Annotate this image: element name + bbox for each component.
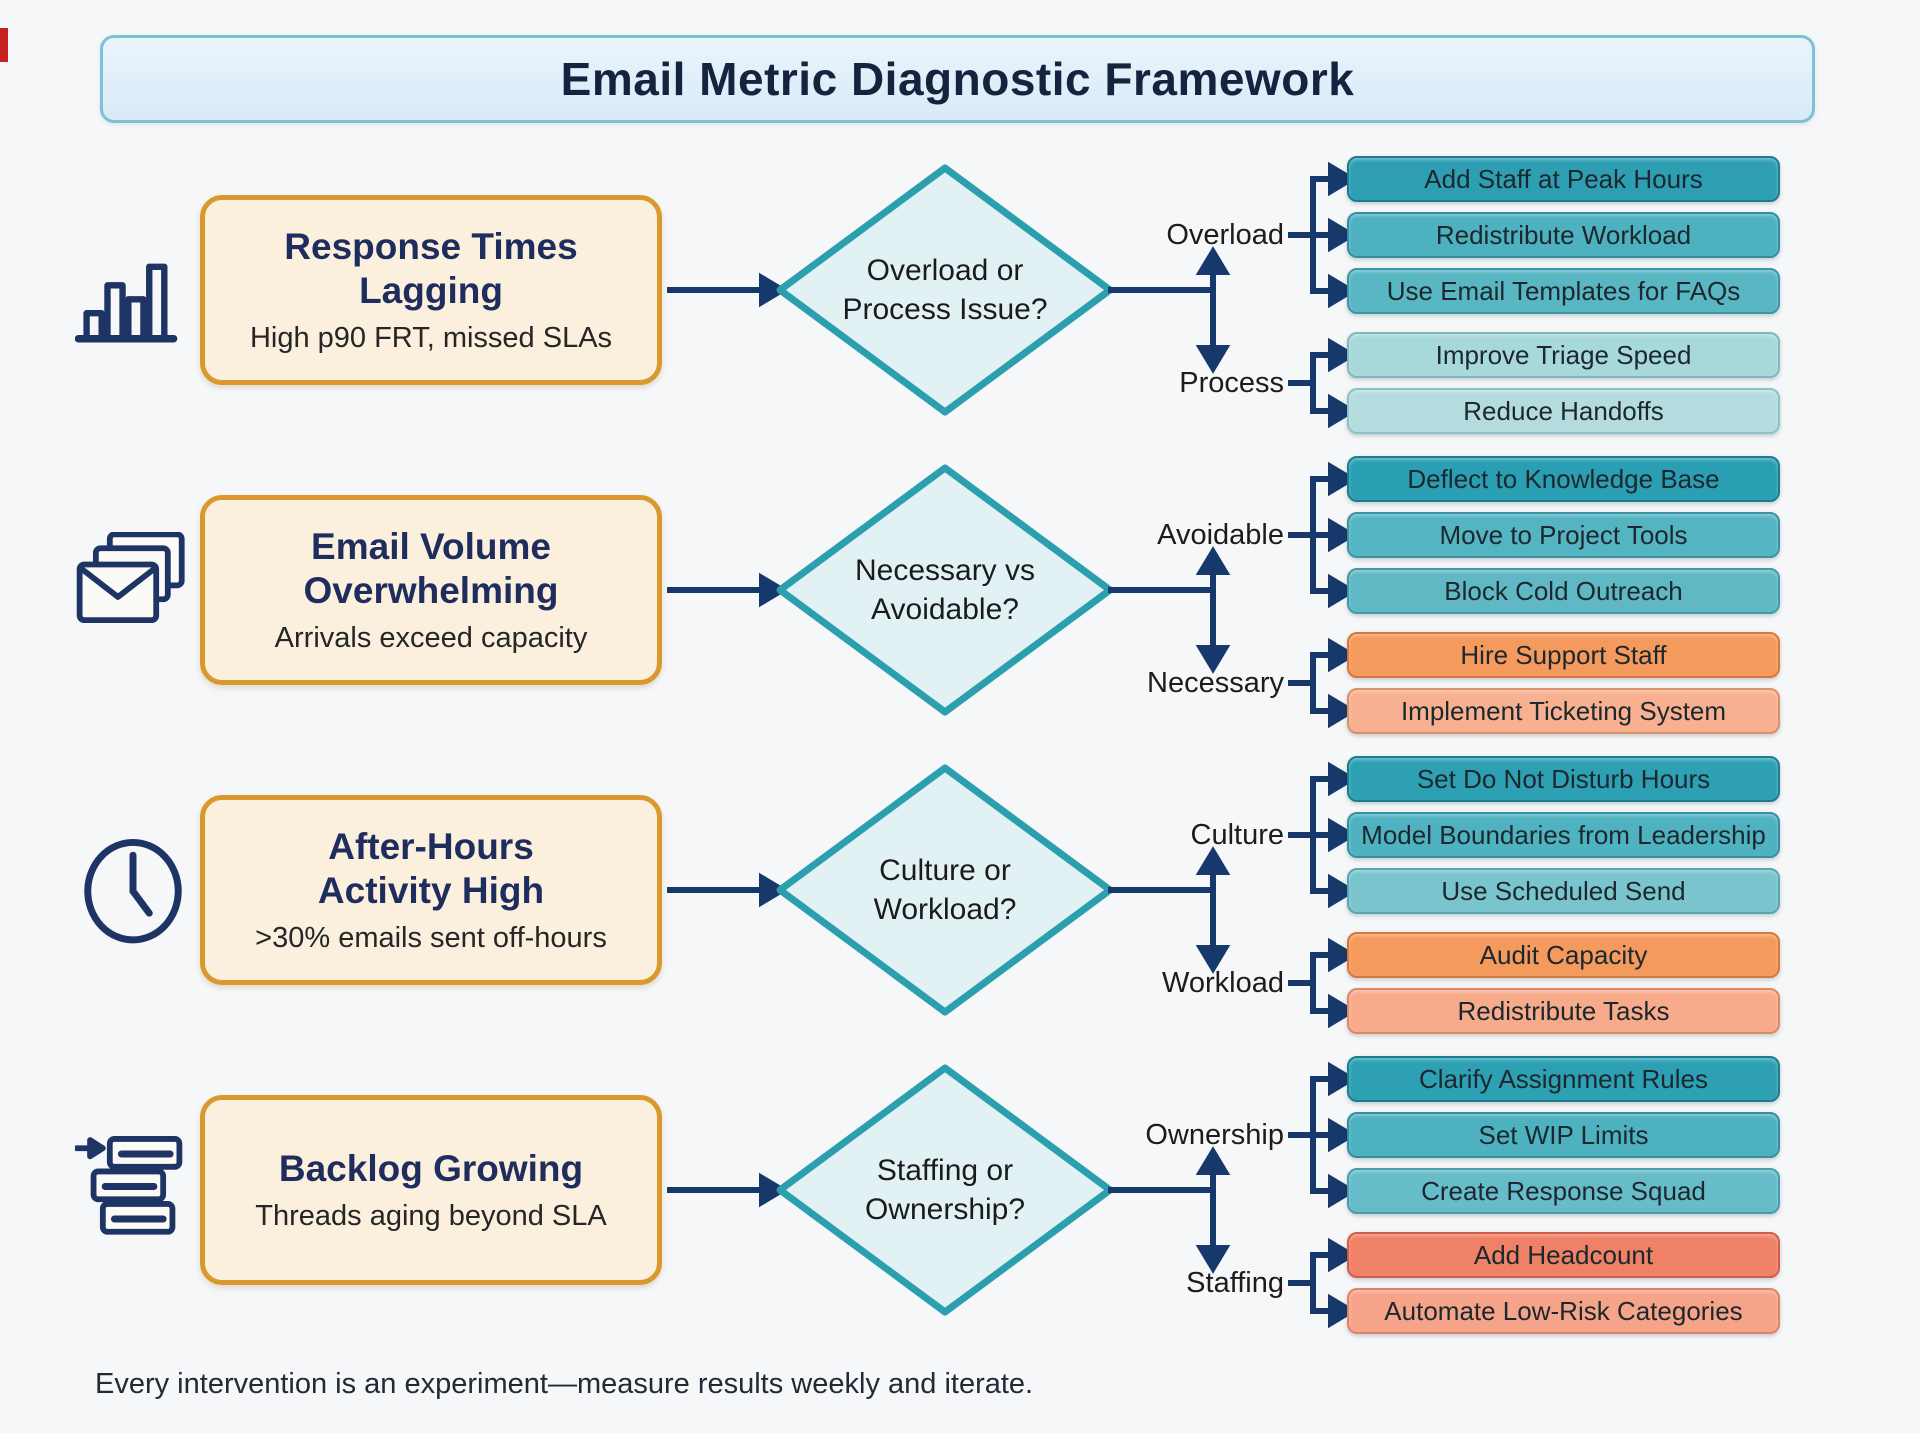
branch-connectors-row-1	[1108, 161, 1357, 429]
decision-label: Staffing or Ownership?	[795, 1115, 1095, 1265]
action-box: Model Boundaries from Leadership	[1347, 812, 1780, 858]
envelope-stack-icon	[75, 532, 191, 648]
action-label: Use Scheduled Send	[1441, 875, 1686, 906]
decision-label: Overload or Process Issue?	[795, 215, 1095, 365]
action-label: Redistribute Workload	[1435, 219, 1692, 250]
action-box: Move to Project Tools	[1347, 512, 1780, 558]
branch-label: Necessary	[1147, 667, 1284, 699]
decision-label: Culture or Workload?	[795, 815, 1095, 965]
action-label: Move to Project Tools	[1439, 519, 1688, 550]
action-label: Implement Ticketing System	[1400, 695, 1727, 726]
action-label: Set WIP Limits	[1478, 1119, 1649, 1150]
action-box: Clarify Assignment Rules	[1347, 1056, 1780, 1102]
action-label: Reduce Handoffs	[1463, 395, 1664, 426]
problem-subtitle: Arrivals exceed capacity	[274, 622, 588, 655]
action-box: Audit Capacity	[1347, 932, 1780, 978]
branch-connectors-row-4	[1108, 1061, 1357, 1329]
branch-label: Staffing	[1186, 1267, 1284, 1299]
action-label: Improve Triage Speed	[1435, 339, 1692, 370]
action-label: Deflect to Knowledge Base	[1407, 463, 1720, 494]
action-box: Create Response Squad	[1347, 1168, 1780, 1214]
action-label: Block Cold Outreach	[1444, 575, 1683, 606]
bar-chart-icon	[75, 232, 191, 348]
branch-connectors-row-2	[1108, 461, 1357, 729]
scan-artifact	[0, 28, 8, 62]
action-label: Create Response Squad	[1421, 1175, 1706, 1206]
backlog-icon	[75, 1132, 191, 1248]
branch-label: Ownership	[1145, 1119, 1284, 1151]
branch-label: Overload	[1166, 219, 1284, 251]
action-box: Add Headcount	[1347, 1232, 1780, 1278]
title-banner: Email Metric Diagnostic Framework	[100, 35, 1815, 123]
action-box: Use Email Templates for FAQs	[1347, 268, 1780, 314]
branch-label: Culture	[1190, 819, 1285, 851]
action-label: Automate Low-Risk Categories	[1384, 1295, 1743, 1326]
action-box: Block Cold Outreach	[1347, 568, 1780, 614]
problem-title: Activity High	[317, 869, 545, 911]
action-box: Automate Low-Risk Categories	[1347, 1288, 1780, 1334]
action-box: Hire Support Staff	[1347, 632, 1780, 678]
branch-connectors-row-3	[1108, 761, 1357, 1029]
connectors-row-1	[667, 272, 788, 308]
action-box: Reduce Handoffs	[1347, 388, 1780, 434]
problem-title: Response Times	[284, 225, 578, 267]
decision-text-line: Process Issue?	[842, 293, 1048, 326]
decision-text-line: Ownership?	[864, 1193, 1026, 1226]
action-label: Hire Support Staff	[1460, 639, 1667, 670]
action-box: Implement Ticketing System	[1347, 688, 1780, 734]
decision-text-line: Necessary vs	[854, 554, 1036, 587]
action-label: Audit Capacity	[1479, 939, 1648, 970]
action-box: Deflect to Knowledge Base	[1347, 456, 1780, 502]
action-label: Clarify Assignment Rules	[1419, 1063, 1708, 1094]
problem-subtitle: Threads aging beyond SLA	[255, 1200, 607, 1233]
branch-label: Workload	[1162, 967, 1284, 999]
decision-text-line: Avoidable?	[871, 593, 1019, 626]
action-box: Redistribute Tasks	[1347, 988, 1780, 1034]
action-label: Add Staff at Peak Hours	[1424, 163, 1703, 194]
decision-text-line: Overload or	[866, 254, 1024, 287]
problem-title: Lagging	[359, 269, 503, 311]
branch-label: Process	[1179, 367, 1284, 399]
problem-title: Backlog Growing	[278, 1147, 584, 1189]
branch-label: Avoidable	[1157, 519, 1284, 551]
action-label: Add Headcount	[1473, 1239, 1654, 1270]
decision-text-line: Culture or	[879, 854, 1011, 887]
connectors-row-4	[667, 1172, 788, 1208]
problem-title: After-Hours	[328, 825, 534, 867]
footer-note: Every intervention is an experiment—meas…	[95, 1368, 1034, 1400]
problem-title: Email Volume	[311, 525, 551, 567]
action-box: Improve Triage Speed	[1347, 332, 1780, 378]
action-box: Use Scheduled Send	[1347, 868, 1780, 914]
action-box: Set WIP Limits	[1347, 1112, 1780, 1158]
action-box: Redistribute Workload	[1347, 212, 1780, 258]
action-label: Use Email Templates for FAQs	[1386, 275, 1741, 306]
problem-title: Overwhelming	[303, 569, 559, 611]
problem-subtitle: >30% emails sent off-hours	[255, 922, 607, 955]
connectors-row-3	[667, 872, 788, 908]
decision-text-line: Workload?	[873, 893, 1017, 926]
action-label: Model Boundaries from Leadership	[1361, 819, 1766, 850]
decision-label: Necessary vs Avoidable?	[795, 515, 1095, 665]
clock-icon	[75, 832, 191, 948]
action-label: Set Do Not Disturb Hours	[1416, 763, 1711, 794]
action-box: Set Do Not Disturb Hours	[1347, 756, 1780, 802]
problem-subtitle: High p90 FRT, missed SLAs	[249, 322, 613, 355]
connectors-row-2	[667, 572, 788, 608]
page-title: Email Metric Diagnostic Framework	[560, 53, 1355, 105]
decision-text-line: Staffing or	[876, 1154, 1014, 1187]
action-label: Redistribute Tasks	[1457, 995, 1670, 1026]
action-box: Add Staff at Peak Hours	[1347, 156, 1780, 202]
